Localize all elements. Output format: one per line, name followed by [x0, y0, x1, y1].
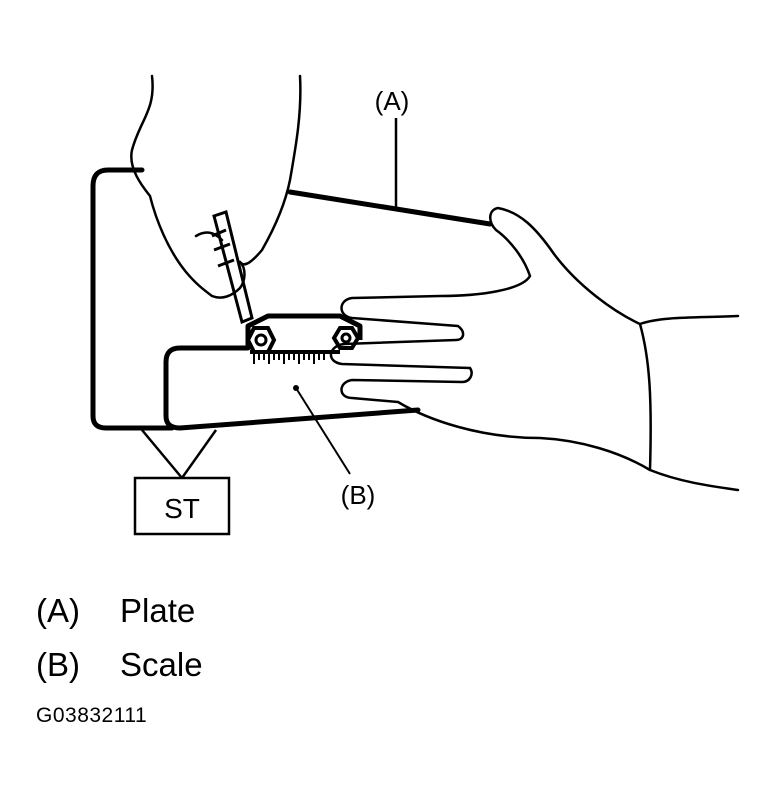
right-hand	[329, 206, 740, 492]
scale-body	[163, 345, 421, 431]
callout-plate: (A)	[375, 86, 410, 116]
callout-scale: (B)	[341, 480, 376, 510]
legend: (A) Plate (B) Scale	[36, 584, 203, 692]
hex-nut-left	[245, 326, 277, 354]
wrench-icon	[211, 210, 254, 325]
legend-key: (B)	[36, 646, 80, 683]
leader-scale	[295, 387, 351, 475]
tool-label-box	[133, 476, 231, 536]
scale-pointer-dot	[293, 385, 299, 391]
legend-key: (A)	[36, 592, 80, 629]
legend-label: Scale	[120, 646, 203, 683]
legend-label: Plate	[120, 592, 196, 629]
figure-code: G03832111	[36, 704, 148, 727]
legend-item: (B) Scale	[36, 638, 203, 692]
left-hand	[130, 74, 302, 299]
gauge-diagram: (A) (B) ST	[90, 74, 740, 536]
plate-body	[90, 167, 493, 431]
slider-bracket	[245, 313, 363, 348]
legend-item: (A) Plate	[36, 584, 203, 638]
leader-tool	[141, 429, 218, 481]
callout-tool: ST	[164, 493, 200, 524]
